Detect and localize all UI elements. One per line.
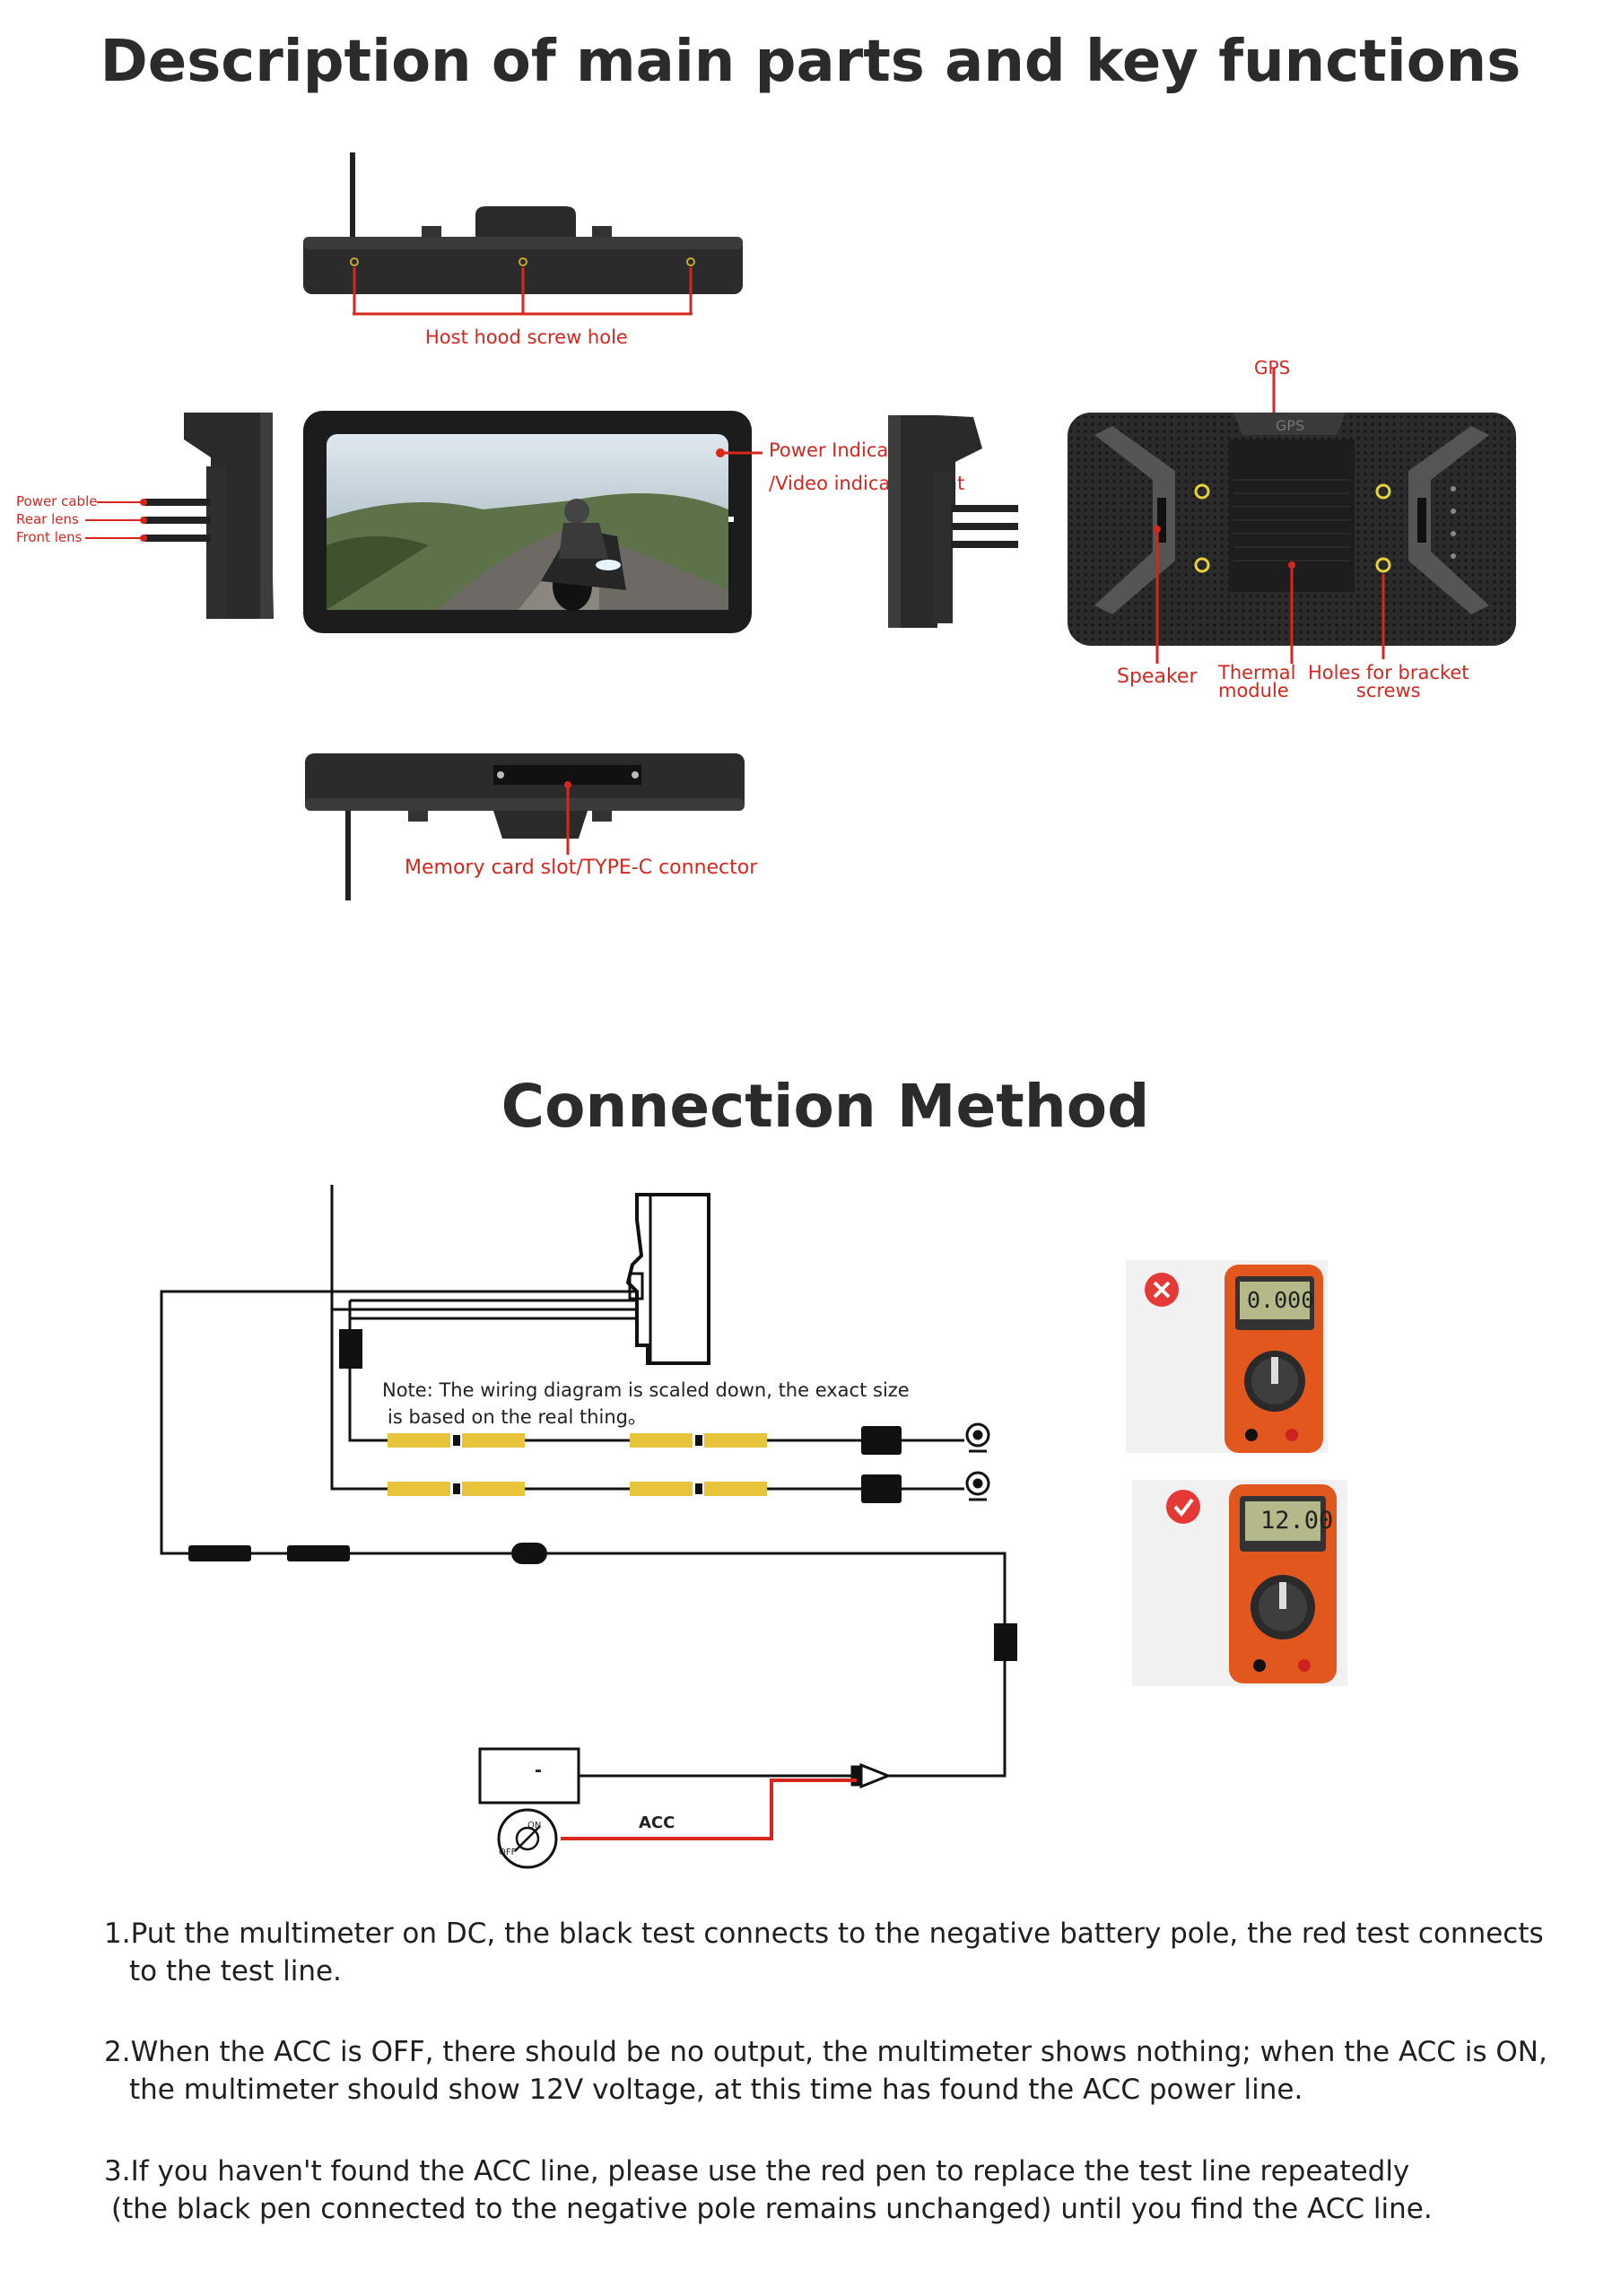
host-hood-screw-hole-label: Host hood screw hole bbox=[425, 326, 628, 348]
front-lens-label: Front lens bbox=[16, 529, 83, 545]
description-title: Description of main parts and key functi… bbox=[100, 29, 1521, 95]
device-front-screen bbox=[303, 411, 752, 633]
thermal-line1: Thermal bbox=[1218, 662, 1296, 683]
step-2: 2.When the ACC is OFF, there should be n… bbox=[104, 2033, 1593, 2109]
memory-card-slot-label: Memory card slot/TYPE-C connector bbox=[405, 857, 758, 879]
holes-for-bracket-label: Holes for bracket screws bbox=[1308, 664, 1469, 700]
check-icon bbox=[1173, 1498, 1194, 1518]
power-indicator-pointer bbox=[716, 448, 763, 457]
battery-minus-label: - bbox=[535, 1758, 542, 1782]
holes-line1: Holes for bracket bbox=[1308, 662, 1469, 683]
rear-lens-label: Rear lens bbox=[16, 511, 79, 527]
step-2-line1: 2.When the ACC is OFF, there should be n… bbox=[104, 2036, 1547, 2068]
multimeter-wrong-photo: 0.000 bbox=[1126, 1260, 1328, 1453]
wiring-diagram bbox=[160, 1185, 1017, 1869]
thermal-module-label: Thermal module bbox=[1218, 664, 1295, 700]
thermal-line2: module bbox=[1218, 680, 1289, 701]
holes-line2: screws bbox=[1355, 680, 1421, 701]
multimeter-correct-photo: 12.00 bbox=[1132, 1480, 1347, 1686]
multimeter-correct-reading: 12.00 bbox=[1260, 1507, 1334, 1535]
switch-on-label: ON bbox=[527, 1821, 542, 1831]
device-back-view: GPS bbox=[1068, 368, 1516, 664]
camera-icon bbox=[965, 1422, 990, 1501]
x-icon bbox=[1153, 1281, 1171, 1299]
device-right-side-view bbox=[888, 415, 1018, 628]
device-left-side-view bbox=[85, 413, 274, 619]
gps-module-text: GPS bbox=[1276, 417, 1304, 434]
wiring-note-line2: is based on the real thing。 bbox=[388, 1406, 647, 1428]
speaker-label: Speaker bbox=[1117, 665, 1198, 688]
step-1-line2: to the test line. bbox=[129, 1955, 342, 1987]
step-2-line2: the multimeter should show 12V voltage, … bbox=[129, 2074, 1303, 2106]
step-3-line1: 3.If you haven't found the ACC line, ple… bbox=[104, 2155, 1410, 2187]
device-top-view bbox=[303, 152, 743, 316]
step-1-line1: 1.Put the multimeter on DC, the black te… bbox=[104, 1918, 1544, 1950]
wiring-note: Note: The wiring diagram is scaled down,… bbox=[382, 1377, 910, 1431]
multimeter-wrong-reading: 0.000 bbox=[1247, 1287, 1315, 1313]
acc-label: ACC bbox=[639, 1813, 675, 1832]
step-1: 1.Put the multimeter on DC, the black te… bbox=[104, 1915, 1593, 1990]
step-3: 3.If you haven't found the ACC line, ple… bbox=[104, 2152, 1593, 2228]
power-cable-label: Power cable bbox=[16, 493, 98, 509]
gps-label: GPS bbox=[1254, 357, 1291, 378]
switch-off-label: OFF bbox=[499, 1848, 517, 1857]
connection-method-title: Connection Method bbox=[501, 1072, 1150, 1141]
device-bottom-view bbox=[305, 753, 745, 900]
wiring-note-line1: Note: The wiring diagram is scaled down,… bbox=[382, 1379, 910, 1401]
step-3-line2: (the black pen connected to the negative… bbox=[111, 2193, 1433, 2225]
